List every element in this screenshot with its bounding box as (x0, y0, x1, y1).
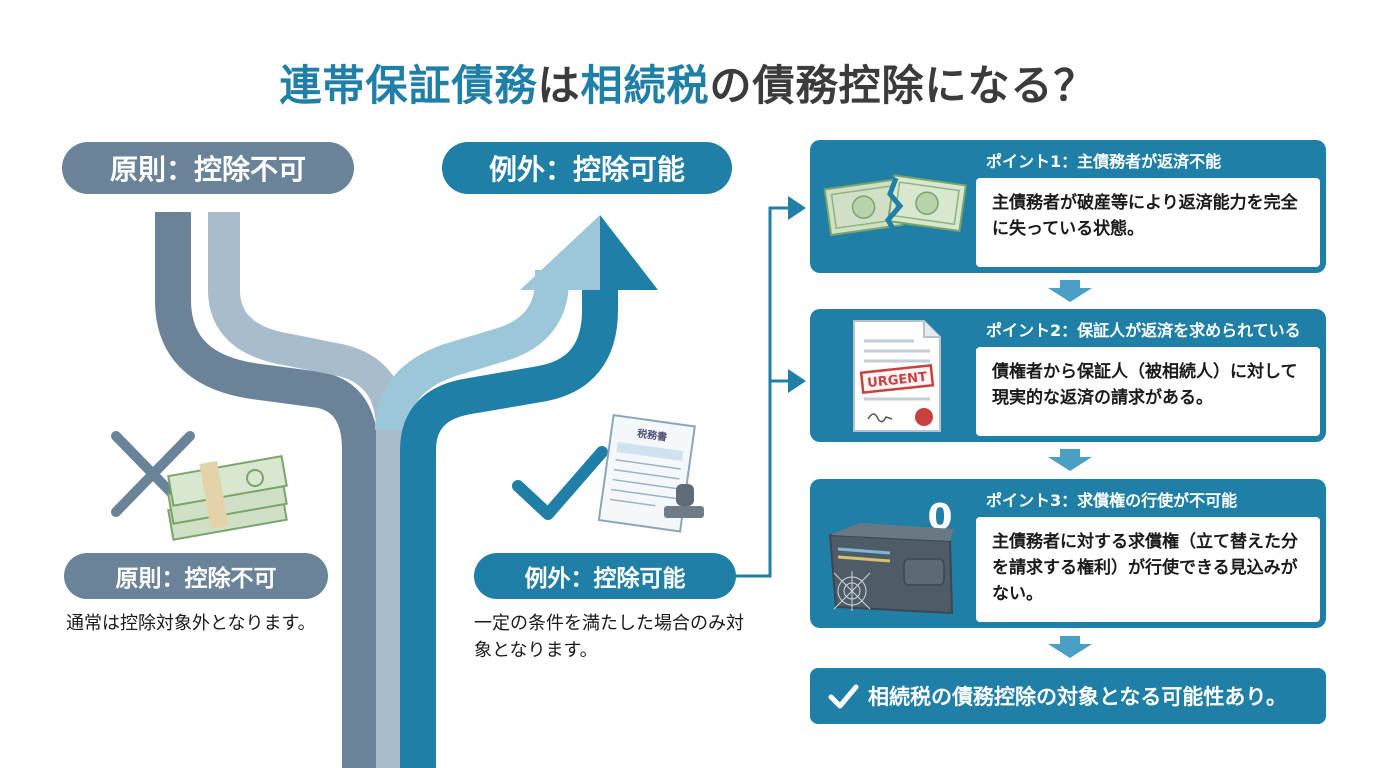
point-1-body: 主債務者が破産等により返済能力を完全に失っている状態。 (976, 178, 1320, 267)
arrow-head-light (520, 215, 600, 290)
rule-description: 通常は控除対象外となります。 (66, 613, 316, 634)
conclusion-banner: 相続税の債務控除の対象となる可能性あり。 (810, 668, 1326, 724)
point-2-body: 債権者から保証人（被相続人）に対して現実的な返済の請求がある。 (976, 347, 1320, 436)
title-highlight-2: 相続税 (580, 61, 710, 110)
exception-label-pill: 例外：控除可能 (474, 553, 736, 599)
urgent-stamp-text: URGENT (867, 370, 928, 391)
rule-label-pill: 原則：控除不可 (64, 553, 328, 599)
urgent-letter-icon: URGENT (853, 320, 941, 432)
rule-header-pill: 原則：控除不可 (62, 142, 354, 194)
checkmark-icon (512, 446, 608, 520)
right-branch-outer (400, 270, 618, 768)
connector-arrow-1 (788, 196, 806, 220)
empty-wallet-icon: 0 (828, 497, 954, 615)
point-2-title: ポイント2：保証人が返済を求められている (986, 321, 1301, 340)
tax-document-heading: 税務書 (636, 427, 668, 444)
point-card-3: 0 ポイント3：求償権の行使が不可能 主債務者に対する求償権（立て替えた分を請求… (810, 479, 1326, 628)
point-3-body: 主債務者に対する求償権（立て替えた分を請求する権利）が行使できる見込みがない。 (976, 517, 1320, 622)
connector-line (736, 206, 790, 578)
page-title: 連帯保証債務は相続税の債務控除になる？ (0, 52, 1376, 113)
checkmark-icon (828, 684, 859, 709)
point-card-2: URGENT ポイント2：保証人が返済を求められている 債権者から保証人（被相続… (810, 309, 1326, 442)
exception-description: 一定の条件を満たした場合のみ対象となります。 (474, 613, 744, 661)
left-branch-outer (155, 212, 378, 768)
title-highlight-1: 連帯保証債務 (279, 61, 538, 110)
torn-money-icon (823, 174, 967, 237)
arrow-head-dark (600, 215, 658, 290)
point-card-1: ポイント1：主債務者が返済不能 主債務者が破産等により返済能力を完全に失っている… (810, 140, 1326, 273)
stamp-icon (664, 484, 704, 518)
point-3-title: ポイント3：求償権の行使が不可能 (986, 491, 1238, 510)
connector-arrow-2 (788, 369, 806, 393)
conclusion-text: 相続税の債務控除の対象となる可能性あり。 (868, 685, 1287, 709)
down-arrow-3 (1048, 636, 1092, 658)
down-arrow-2 (1048, 449, 1092, 471)
title-text-2: の債務控除になる？ (709, 61, 1097, 110)
tax-document-icon: 税務書 (597, 413, 696, 533)
title-text-1: は (537, 61, 581, 110)
right-branch-inner (375, 270, 569, 431)
point-1-title: ポイント1：主債務者が返済不能 (986, 152, 1222, 171)
down-arrow-1 (1048, 280, 1092, 302)
money-stack-icon (167, 454, 288, 541)
exception-header-pill: 例外：控除可能 (442, 142, 732, 194)
